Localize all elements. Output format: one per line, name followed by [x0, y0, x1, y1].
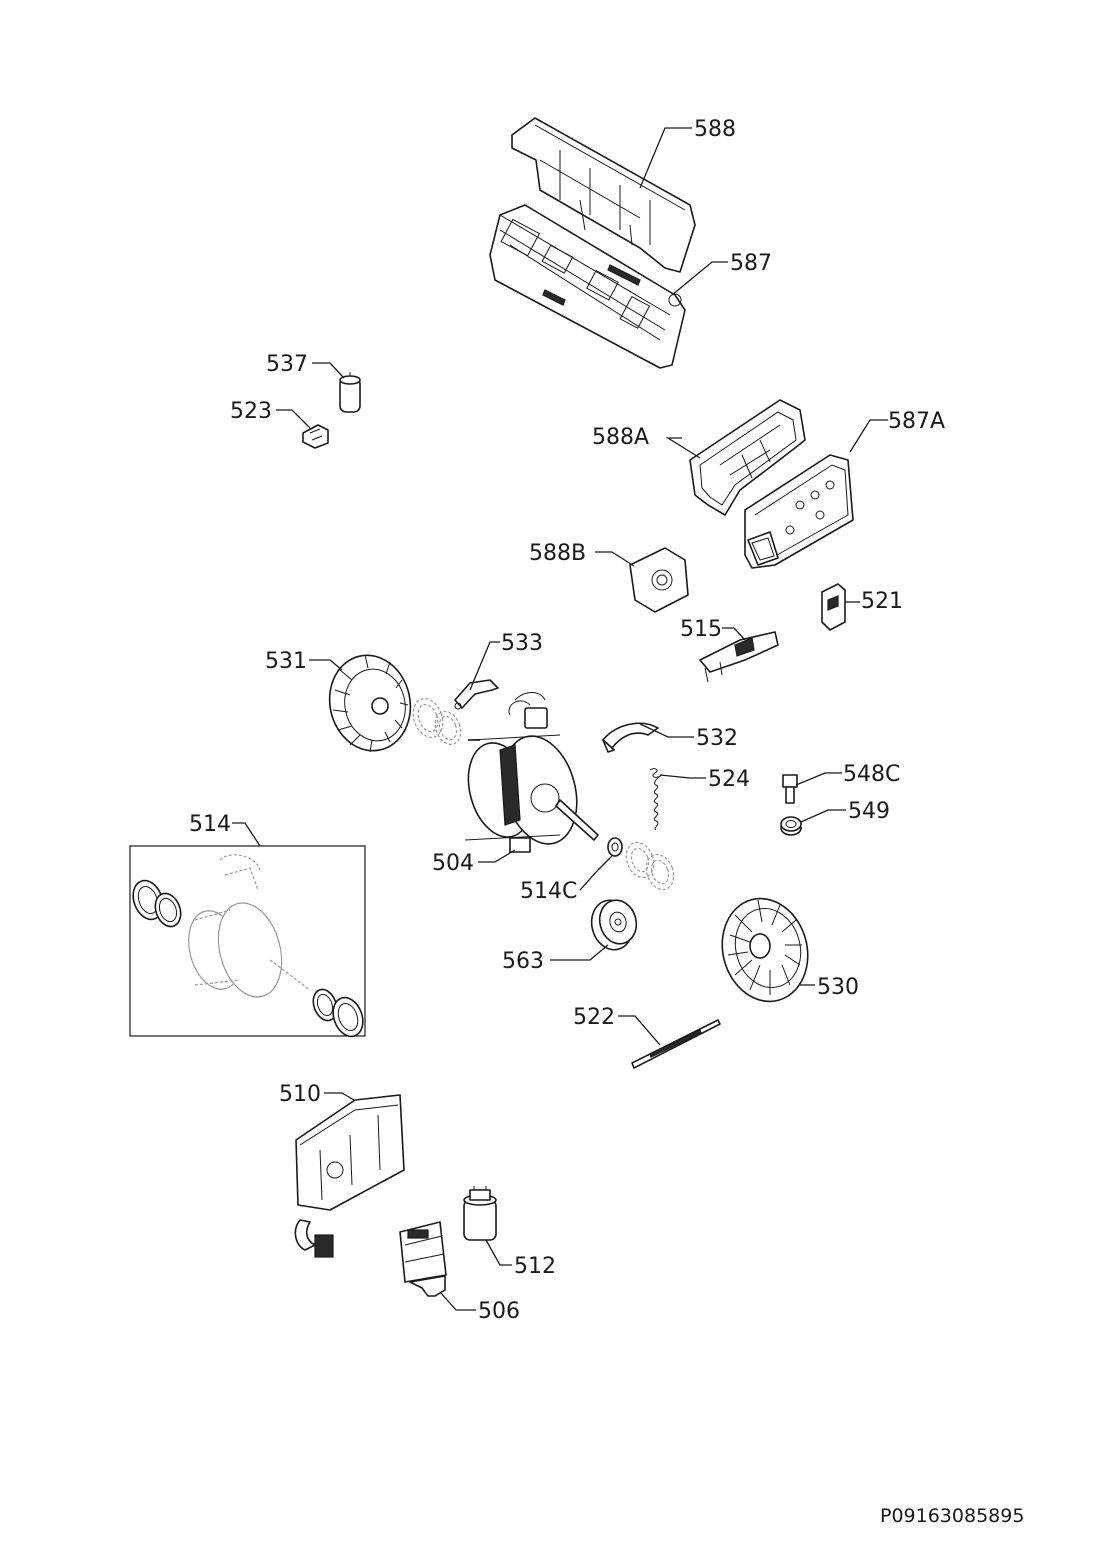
label-531: 531 [265, 649, 307, 674]
leader-563 [550, 944, 609, 961]
leader-587 [671, 261, 728, 296]
label-522: 522 [573, 1005, 615, 1030]
part-587A-board[interactable] [744, 454, 854, 569]
label-515: 515 [680, 617, 722, 642]
part-514-motor-kit[interactable] [128, 845, 368, 1041]
part-587-control-board[interactable] [489, 204, 686, 369]
leader-587A [849, 419, 888, 453]
leader-537 [312, 362, 345, 379]
label-521: 521 [861, 589, 903, 614]
leader-514 [232, 822, 261, 847]
label-588B: 588B [529, 541, 586, 566]
label-537: 537 [266, 352, 308, 377]
part-530-fan[interactable] [711, 889, 819, 1011]
leader-588 [639, 127, 692, 189]
label-514: 514 [189, 812, 231, 837]
label-532: 532 [696, 726, 738, 751]
leader-524 [659, 774, 706, 779]
leader-588A [665, 437, 701, 459]
leader-548C [795, 772, 842, 786]
bearing-rings-ghost-left [412, 698, 462, 746]
label-510: 510 [279, 1082, 321, 1107]
part-510-housing[interactable] [294, 1094, 405, 1258]
leader-532 [639, 723, 694, 738]
label-548C: 548C [843, 762, 900, 787]
label-587A: 587A [888, 409, 945, 434]
part-504-motor[interactable] [459, 692, 599, 853]
label-533: 533 [501, 631, 543, 656]
leader-510 [324, 1092, 355, 1101]
part-515[interactable] [699, 631, 779, 683]
part-588B[interactable] [629, 547, 689, 613]
label-588: 588 [694, 117, 736, 142]
label-514C: 514C [520, 879, 577, 904]
label-523: 523 [230, 399, 272, 424]
leader-588B [595, 551, 635, 567]
leader-522 [618, 1015, 661, 1046]
label-524: 524 [708, 767, 750, 792]
part-533[interactable] [454, 679, 499, 710]
leader-523 [276, 409, 311, 429]
label-549: 549 [848, 799, 890, 824]
leader-533 [469, 641, 500, 691]
part-521[interactable] [821, 583, 846, 631]
leader-531 [309, 659, 343, 671]
leader-514C [579, 855, 613, 891]
part-514C-washer[interactable] [607, 837, 623, 857]
label-512: 512 [514, 1254, 556, 1279]
leader-549 [800, 809, 846, 823]
leader-506 [439, 1291, 476, 1311]
label-563: 563 [502, 949, 544, 974]
part-512-capacitor[interactable] [463, 1186, 497, 1241]
label-506: 506 [478, 1299, 520, 1324]
part-548C[interactable] [782, 774, 798, 804]
part-531-fan[interactable] [321, 648, 419, 759]
part-588A-gasket[interactable] [689, 399, 806, 516]
leader-504 [478, 849, 516, 863]
part-506-pump[interactable] [399, 1221, 447, 1297]
part-532[interactable] [602, 722, 659, 753]
part-523[interactable] [302, 424, 329, 449]
label-587: 587 [730, 251, 772, 276]
label-588A: 588A [592, 425, 649, 450]
inset-ghost-motor [188, 854, 311, 998]
part-524-spring[interactable] [649, 768, 662, 831]
part-537[interactable] [339, 372, 361, 413]
part-522-belt[interactable] [631, 1019, 721, 1069]
part-588-cover[interactable] [511, 117, 696, 273]
label-504: 504 [432, 851, 474, 876]
leader-512 [485, 1239, 512, 1266]
leader-515 [722, 627, 746, 641]
document-id: P09163085895 [880, 1505, 1024, 1527]
label-530: 530 [817, 975, 859, 1000]
part-549[interactable] [780, 816, 802, 836]
part-563-pulley[interactable] [586, 896, 641, 955]
bearing-rings-ghost-right [625, 841, 675, 891]
